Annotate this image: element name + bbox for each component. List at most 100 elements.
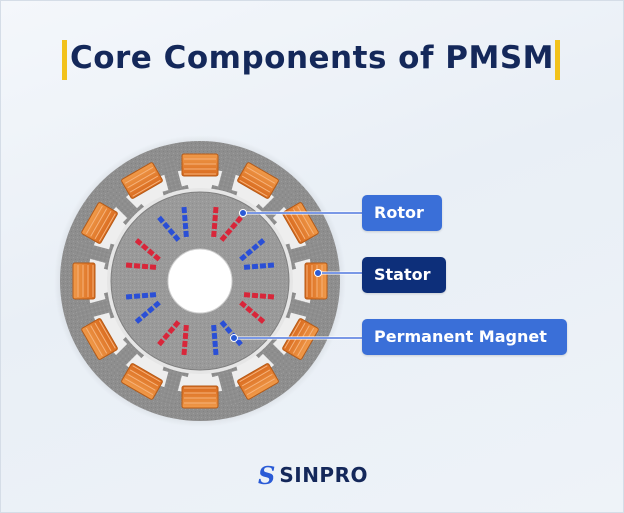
title-area: Core Components of PMSM	[0, 36, 624, 86]
coil-wire	[90, 325, 108, 354]
logo-text: SINPRO	[279, 463, 368, 487]
magnet-segment	[149, 292, 157, 298]
magnet-segment	[153, 300, 161, 309]
coil-wire	[241, 175, 271, 193]
magnet-segment	[172, 234, 181, 242]
coil-winding	[81, 318, 118, 360]
magnet-segment	[162, 221, 171, 230]
stator-coil	[121, 162, 163, 199]
coil-winding	[121, 162, 163, 199]
magnet-segment	[251, 292, 259, 299]
magnet-segment	[134, 316, 143, 324]
magnet-leg	[134, 238, 161, 262]
magnet-leg	[211, 324, 219, 356]
magnet-leg	[239, 238, 266, 262]
coil-wire	[246, 166, 276, 184]
magnet-leg	[211, 206, 219, 238]
magnet-segment	[134, 238, 143, 246]
coil-winding	[237, 363, 279, 400]
coil-wire	[85, 205, 103, 235]
stator-tooth-body	[104, 185, 140, 221]
magnet-segment	[243, 264, 251, 270]
magnet-leader-line-dot	[230, 334, 238, 342]
coil-wire	[239, 365, 268, 383]
magnet-segment	[219, 234, 228, 242]
magnet-segment	[125, 294, 133, 300]
magnet-segment	[243, 292, 251, 298]
stator-leader-line-dot	[314, 269, 322, 277]
magnet-leg	[239, 300, 266, 324]
magnet-segment	[181, 206, 187, 214]
coil-winding	[181, 153, 219, 177]
magnet-segment	[181, 348, 187, 356]
sinpro-logo: S SINPRO	[258, 460, 368, 490]
rotor-edge	[110, 191, 290, 371]
coil-wire	[239, 179, 268, 197]
magnet-segment	[182, 340, 188, 348]
permanent-magnet-pole	[125, 292, 161, 324]
coil-winding	[304, 262, 328, 300]
coil-winding	[81, 202, 118, 244]
stator-coil	[121, 363, 163, 400]
stator-tooth-body	[74, 298, 113, 321]
magnet-segment	[213, 206, 219, 214]
magnet-segment	[267, 262, 275, 268]
magnet-segment	[182, 332, 189, 340]
stator-tooth-body	[160, 155, 183, 194]
magnet-segment	[259, 263, 267, 269]
magnet-segment	[251, 310, 260, 319]
permanent-magnet-pole	[125, 238, 161, 270]
coil-wire	[124, 378, 154, 396]
magnet-segment	[167, 227, 176, 236]
magnet-leg	[181, 206, 189, 238]
magnet-segment	[259, 293, 267, 299]
coil-wire	[244, 373, 273, 391]
magnet-segment	[211, 222, 218, 230]
coil-wire	[94, 210, 112, 240]
coil-wire	[90, 208, 108, 237]
rotor	[107, 188, 293, 374]
magnet-segment	[172, 320, 181, 328]
magnet-leg	[125, 292, 157, 300]
page-title: Core Components of PMSM	[69, 40, 555, 76]
permanent-magnet-pole	[211, 206, 243, 242]
magnet-leg	[125, 262, 157, 270]
permanent-magnet-pole	[157, 320, 189, 356]
stator-coil	[237, 363, 279, 400]
magnet-segment	[211, 332, 218, 340]
magnet-segment	[245, 248, 254, 257]
coil-wire	[98, 320, 116, 349]
title-accent-left	[62, 40, 67, 80]
magnet-segment	[183, 324, 189, 332]
coil-wire	[129, 175, 159, 193]
magnet-segment	[157, 215, 165, 224]
magnet-segment	[146, 248, 155, 257]
coil-wire	[284, 320, 302, 349]
logo-mark: S	[258, 460, 276, 490]
coil-wire	[127, 373, 156, 391]
coil-wire	[85, 327, 103, 357]
magnet-segment	[219, 320, 228, 328]
coil-winding	[237, 162, 279, 199]
magnet-segment	[224, 326, 233, 335]
magnet-segment	[141, 292, 149, 299]
magnet-leg	[243, 292, 275, 300]
magnet-segment	[267, 294, 275, 300]
magnet-segment	[140, 243, 149, 252]
stator-coil	[304, 262, 328, 300]
magnet-leg	[219, 215, 243, 242]
coil-wire	[94, 322, 112, 352]
magnet-segment	[212, 340, 218, 348]
rotor-label: Rotor	[362, 195, 442, 231]
coil-wire	[297, 205, 315, 235]
stator-tooth-body	[217, 368, 240, 407]
magnet-segment	[133, 293, 141, 299]
coil-wire	[132, 365, 161, 383]
permanent-magnet-pole	[239, 238, 275, 270]
coil-wire	[127, 171, 156, 189]
magnet-segment	[213, 348, 219, 356]
coil-wire	[288, 210, 306, 240]
magnet-segment	[125, 262, 133, 268]
magnet-segment	[245, 305, 254, 314]
